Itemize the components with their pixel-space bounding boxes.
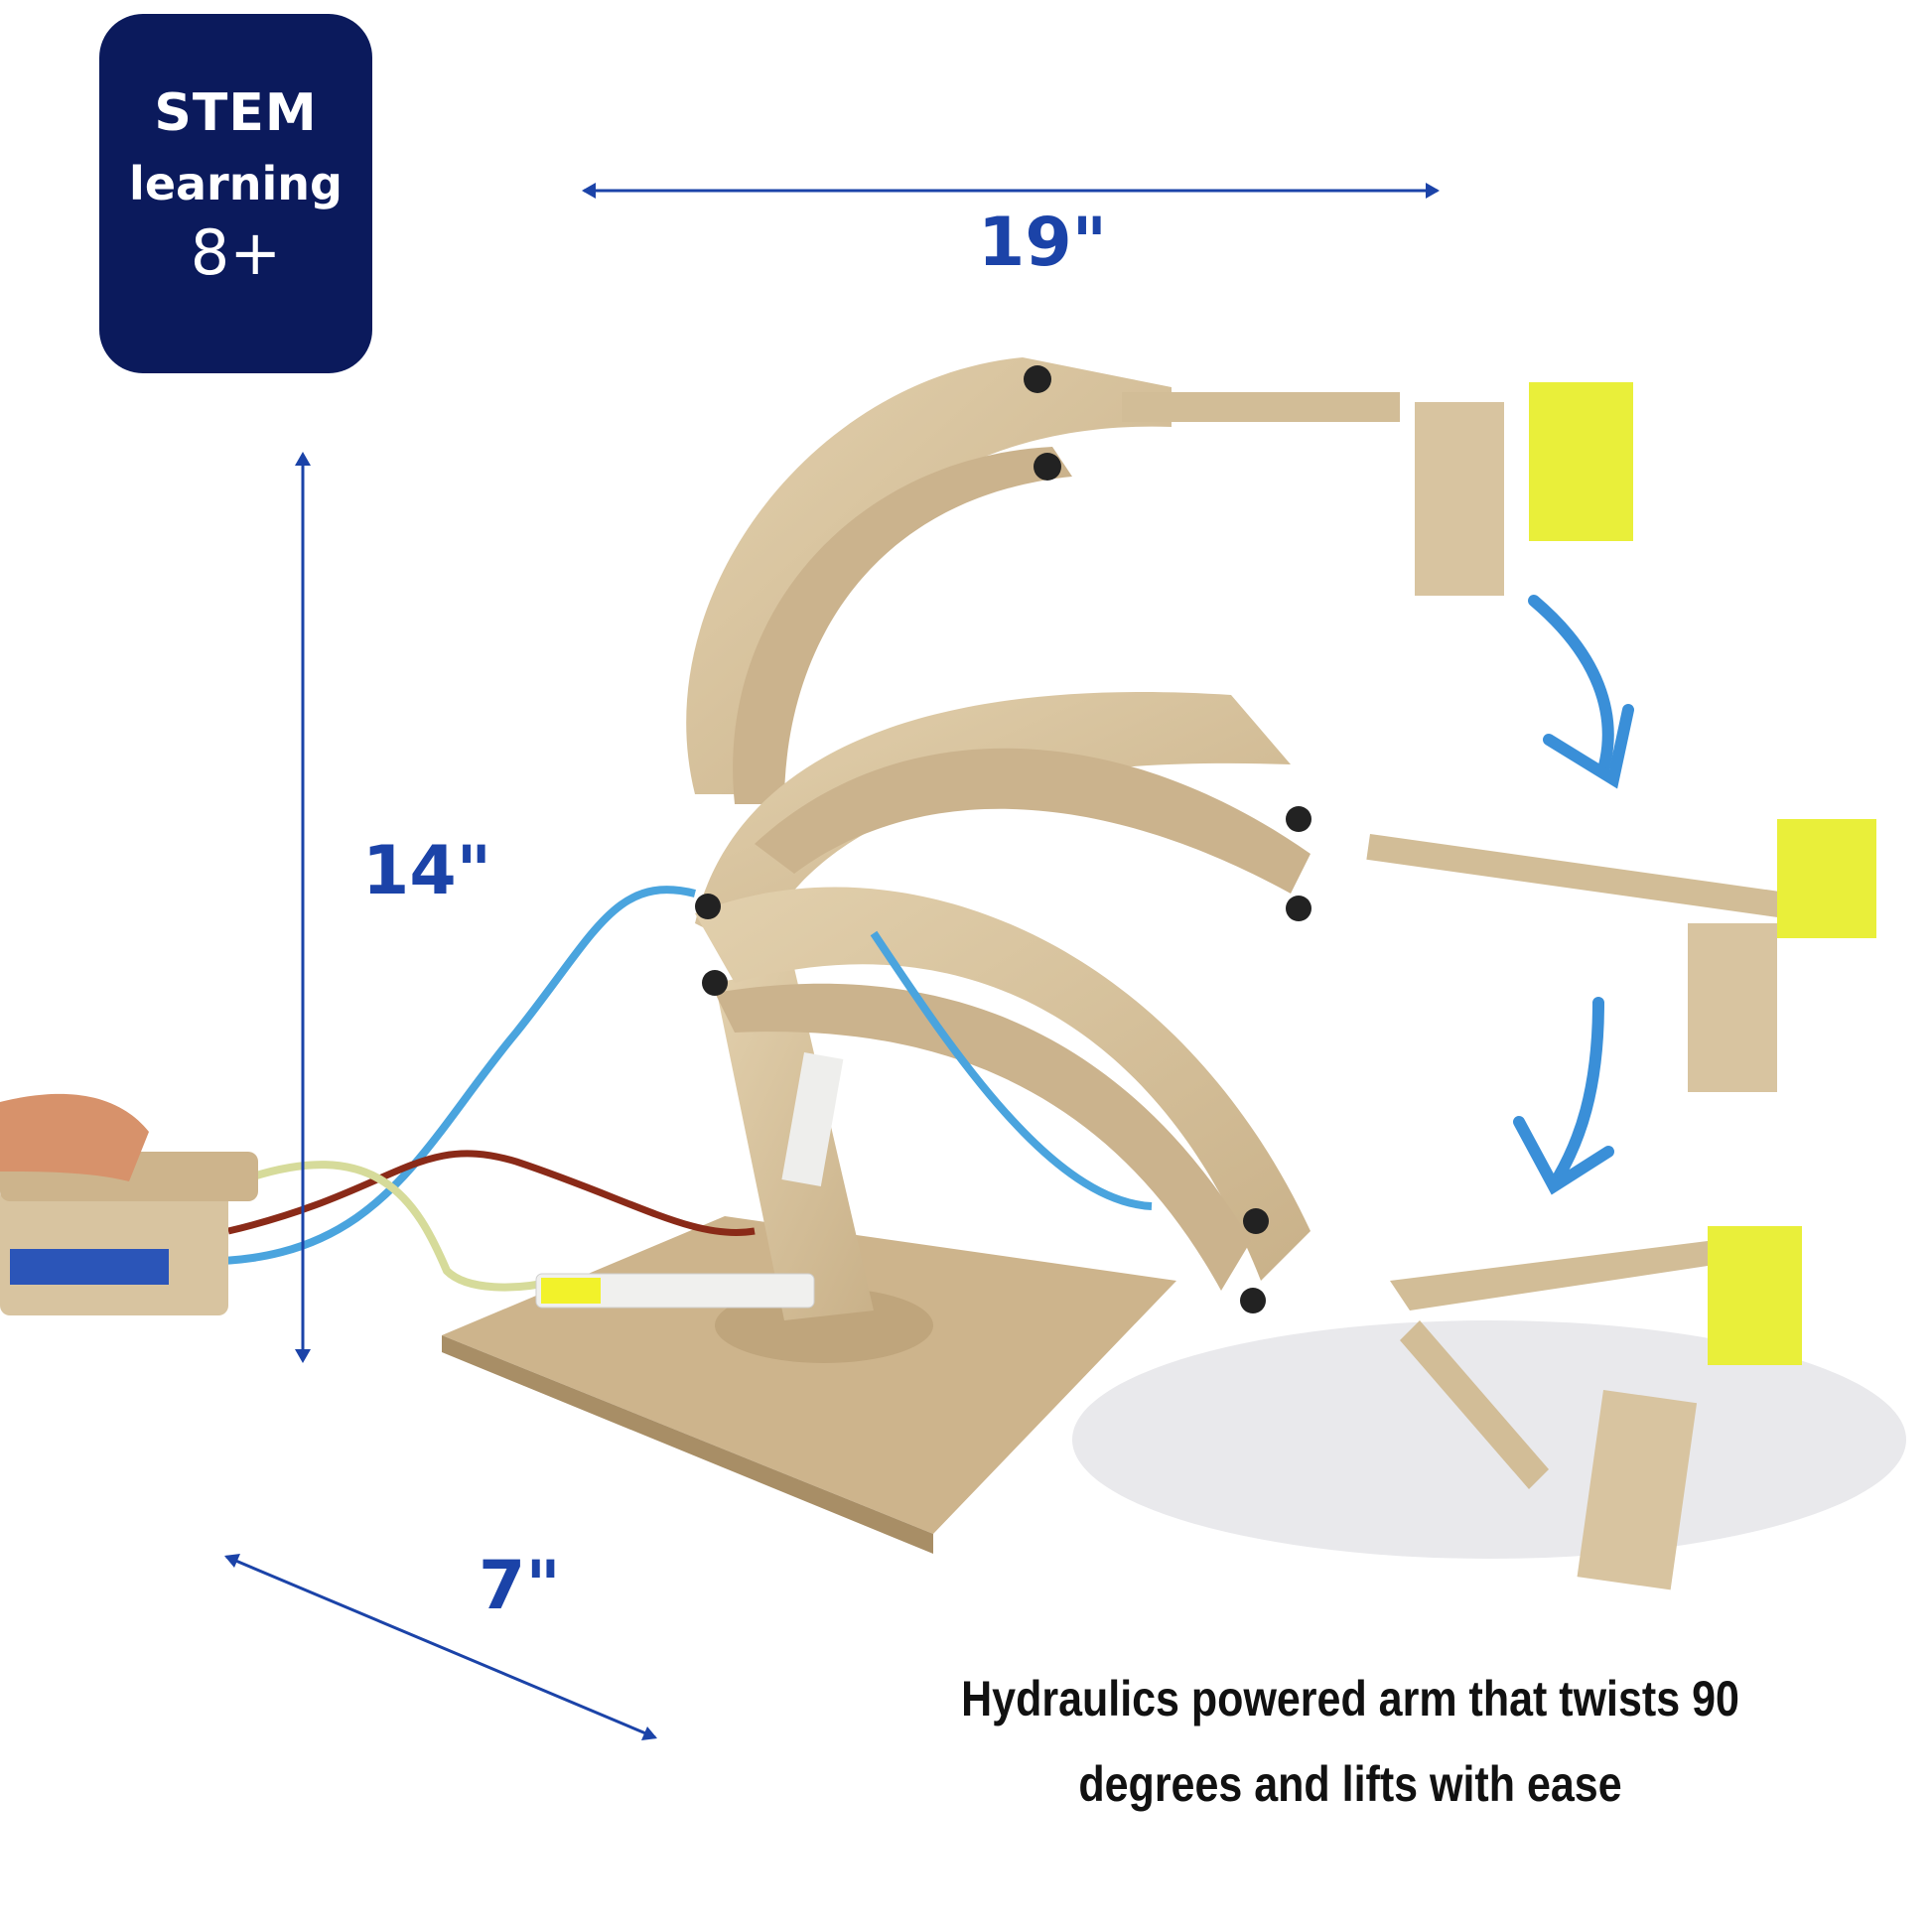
arm-position-bottom <box>695 887 1802 1590</box>
depth-dimension-label: 7" <box>479 1547 561 1625</box>
syringe-vertical <box>781 1052 844 1186</box>
arm-position-top <box>686 357 1633 804</box>
hand <box>0 1093 149 1181</box>
red-tube <box>227 1150 756 1237</box>
width-dimension-label: 19" <box>978 204 1108 282</box>
badge-age: 8+ <box>190 216 282 289</box>
clear-tube <box>236 1161 557 1292</box>
depth-dimension-line <box>225 1555 656 1739</box>
hydraulic-controller <box>0 1093 258 1315</box>
product-caption: Hydraulics powered arm that twists 90 de… <box>957 1656 1742 1827</box>
syringe <box>535 1273 815 1309</box>
stem-age-badge: STEM learning 8+ <box>99 14 372 373</box>
badge-title: STEM <box>154 83 318 143</box>
blue-tube <box>178 886 696 1266</box>
badge-subtitle: learning <box>129 157 343 210</box>
motion-arrow-1 <box>1528 595 1614 775</box>
caption-line-1: Hydraulics powered arm that twists 90 <box>961 1671 1739 1726</box>
height-dimension-label: 14" <box>362 832 492 910</box>
motion-arrow-2 <box>1553 997 1604 1182</box>
arm-position-middle <box>695 691 1876 1092</box>
caption-line-2: degrees and lifts with ease <box>1078 1756 1622 1812</box>
